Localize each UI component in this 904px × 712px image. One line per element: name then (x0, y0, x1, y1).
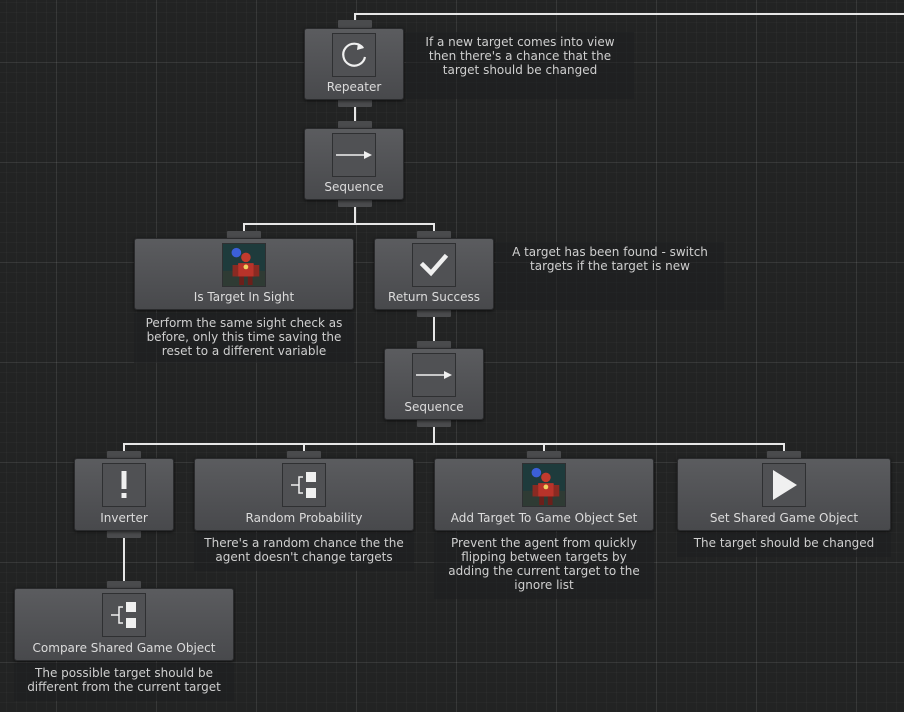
sequence-node[interactable]: Sequence (304, 128, 404, 200)
add-target-to-set-node[interactable]: Add Target To Game Object Set (434, 458, 654, 531)
input-port[interactable] (527, 451, 561, 459)
output-port[interactable] (417, 419, 451, 427)
inverter-node[interactable]: Inverter (74, 458, 174, 531)
return-success-node[interactable]: Return Success (374, 238, 494, 310)
sequence-node[interactable]: Sequence (384, 348, 484, 420)
node-comment: There's a random chance the the agent do… (194, 533, 414, 571)
output-port[interactable] (338, 199, 372, 207)
node-label: Sequence (404, 400, 464, 414)
random-probability-node[interactable]: Random Probability (194, 458, 414, 531)
node-comment: A target has been found - switch targets… (496, 242, 724, 310)
input-port[interactable] (338, 121, 372, 129)
node-label: Compare Shared Game Object (32, 641, 216, 655)
node-label: Sequence (324, 180, 384, 194)
condition-branch-icon (282, 463, 326, 507)
output-port[interactable] (107, 530, 141, 538)
input-port[interactable] (767, 451, 801, 459)
node-comment: The target should be changed (677, 533, 891, 557)
node-label: Return Success (388, 290, 480, 304)
robot-soldier-icon (522, 463, 566, 507)
checkmark-icon (412, 243, 456, 287)
arrow-right-icon (332, 133, 376, 177)
input-port[interactable] (417, 231, 451, 239)
is-target-in-sight-node[interactable]: Is Target In Sight (134, 238, 354, 310)
exclamation-icon (102, 463, 146, 507)
node-label: Set Shared Game Object (709, 511, 859, 525)
node-label: Repeater (326, 80, 382, 94)
set-shared-game-object-node[interactable]: Set Shared Game Object (677, 458, 891, 531)
input-port[interactable] (107, 581, 141, 589)
condition-branch-icon (102, 593, 146, 637)
node-comment: Perform the same sight check as before, … (134, 313, 354, 363)
repeater-node[interactable]: Repeater (304, 28, 404, 100)
wire-sequence-children (243, 206, 435, 232)
wire-sequence-leaves (123, 426, 785, 452)
output-port[interactable] (417, 309, 451, 317)
input-port[interactable] (287, 451, 321, 459)
node-label: Inverter (100, 511, 148, 525)
wire-parent-repeater (354, 13, 904, 20)
node-label: Add Target To Game Object Set (450, 511, 638, 525)
node-comment: The possible target should be different … (14, 663, 234, 701)
node-comment: Prevent the agent from quickly flipping … (434, 533, 654, 599)
repeat-icon (332, 33, 376, 77)
arrow-right-icon (412, 353, 456, 397)
input-port[interactable] (417, 341, 451, 349)
play-icon (762, 463, 806, 507)
node-label: Random Probability (245, 511, 363, 525)
input-port[interactable] (227, 231, 261, 239)
input-port[interactable] (338, 20, 372, 28)
output-port[interactable] (338, 99, 372, 107)
input-port[interactable] (107, 451, 141, 459)
node-label: Is Target In Sight (193, 290, 295, 304)
node-comment: If a new target comes into view then the… (406, 32, 634, 99)
compare-shared-game-object-node[interactable]: Compare Shared Game Object (14, 588, 234, 661)
robot-soldier-icon (222, 243, 266, 287)
